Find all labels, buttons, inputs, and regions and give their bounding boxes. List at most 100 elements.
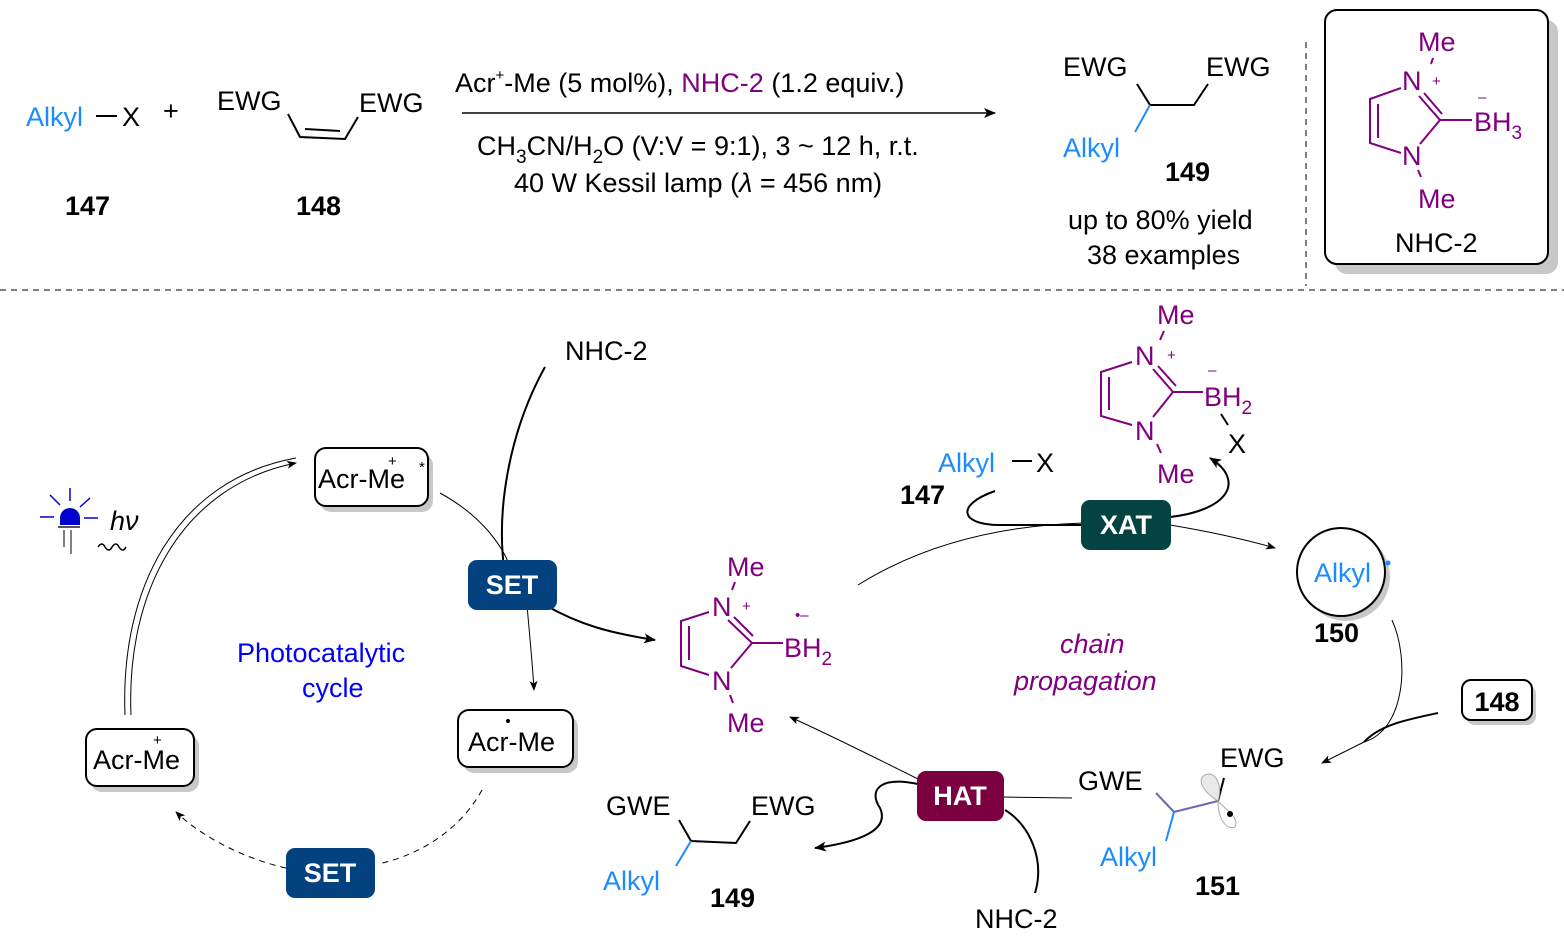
reoxidation-arc-right: [377, 789, 483, 865]
nitrogen-bottom: N: [712, 666, 732, 696]
radical-anion-charge: •–: [795, 607, 809, 624]
nitrogen-bottom: N: [1402, 141, 1422, 171]
charge: +: [153, 732, 162, 749]
bond: [1156, 443, 1162, 454]
ring-bond: [1152, 368, 1174, 393]
acr-me-ground: Acr-Me +: [85, 728, 199, 792]
alkyl-radical-150: Alkyl 150: [1296, 527, 1391, 648]
p-orbital-upper-lobe: [1200, 773, 1221, 802]
photocycle-label-line2: cycle: [302, 673, 364, 703]
ring-bond: [730, 642, 753, 669]
badge-label: XAT: [1100, 510, 1153, 540]
plus-charge: +: [742, 598, 751, 615]
ring-bond: [1419, 119, 1441, 145]
led-light-icon: [40, 488, 98, 554]
radical-dot: [506, 719, 510, 723]
double-bond: [304, 128, 341, 132]
nitrogen-top: N: [712, 592, 732, 622]
photocycle-label-line1: Photocatalytic: [237, 638, 405, 668]
alkyl-label: Alkyl: [1100, 842, 1157, 872]
b-x-bond: [1220, 413, 1229, 426]
radical-dot: [1385, 560, 1391, 566]
compound-number: 149: [1165, 157, 1210, 187]
methyl-bottom: Me: [1157, 459, 1195, 489]
charge: +: [388, 453, 397, 470]
boryl-radical: Me N + BH2 •– N Me: [680, 552, 832, 738]
borane-label: BH3: [1474, 107, 1522, 144]
backbone-bonds: [1136, 83, 1209, 106]
box-frame: [1461, 679, 1533, 721]
arrow-to-product-149: [814, 780, 919, 852]
bond: [731, 581, 736, 591]
alkene-bonds: [287, 113, 359, 141]
ring-bond: [727, 619, 753, 644]
conditions-line3: 40 W Kessil lamp (λ = 456 nm): [514, 168, 882, 198]
plus-sign: +: [163, 96, 179, 126]
compound-number: 150: [1314, 618, 1359, 648]
badge-bg: [286, 848, 375, 898]
methyl-bottom: Me: [1418, 184, 1456, 214]
nhc-reagent-top: NHC-2: [565, 336, 648, 366]
reactant-148: EWG EWG 148: [217, 86, 424, 221]
gwe-label: GWE: [606, 791, 671, 821]
reoxidation-arc-left: [175, 811, 287, 869]
excitation-arrow: [124, 457, 297, 716]
halide-label: X: [1228, 429, 1246, 459]
badge-label: HAT: [933, 781, 987, 811]
arrow-to-alkyl-radical: [1169, 524, 1276, 550]
hat-badge: HAT: [917, 771, 1004, 821]
alkyl-label: Alkyl: [603, 866, 660, 896]
minus-charge: –: [1208, 362, 1217, 379]
box-frame: [85, 728, 195, 787]
examples-text: 38 examples: [1087, 240, 1240, 270]
badge-label: SET: [486, 570, 539, 600]
ewg-left: EWG: [217, 86, 282, 116]
box-frame: [314, 447, 429, 507]
compound-number: 147: [65, 191, 110, 221]
arrow-to-nhc-bx: [1169, 457, 1230, 518]
ring-bond: [1418, 95, 1441, 121]
ring-bonds: [1100, 361, 1133, 426]
alkyl-label: Alkyl: [1063, 133, 1120, 163]
reaction-conditions: Acr+-Me (5 mol%), NHC-2 (1.2 equiv.) CH3…: [455, 67, 996, 198]
ewg-right: EWG: [1206, 52, 1271, 82]
xat-badge: XAT: [1081, 500, 1171, 550]
addition-arrow: [1321, 619, 1403, 764]
nhc-name: NHC-2: [1395, 228, 1478, 258]
arrow-to-boryl-regenerate: [789, 716, 921, 781]
nitrogen-bottom: N: [1135, 416, 1155, 446]
reactant-147: Alkyl X 147: [26, 102, 140, 221]
arrow-to-boryl-radical: [544, 604, 656, 644]
excitation-arrow-inner: [130, 460, 297, 716]
arc-to-xat: [857, 522, 1086, 586]
compound-number: 148: [296, 191, 341, 221]
radical-dot: [1227, 811, 1233, 817]
gwe-label: GWE: [1078, 766, 1143, 796]
nhc-bottom-arc: [1004, 809, 1040, 894]
excited-star: *: [419, 459, 425, 476]
ewg-label: EWG: [1220, 743, 1285, 773]
plus-charge: +: [1432, 73, 1441, 90]
product-149-mechanism: GWE EWG Alkyl 149: [603, 791, 816, 913]
set-badge-top: SET: [468, 560, 557, 610]
yield-text: up to 80% yield: [1068, 205, 1253, 235]
alkyl-bond: [1165, 811, 1175, 842]
ring-double-bond: [733, 616, 754, 637]
product-149: EWG EWG Alkyl 149 up to 80% yield 38 exa…: [1063, 52, 1271, 270]
arrow-to-acr-radical: [526, 604, 538, 691]
alkyl-bond: [1134, 104, 1151, 133]
methyl-top: Me: [727, 552, 765, 582]
methyl-top: Me: [1157, 300, 1195, 330]
minus-charge: –: [1478, 89, 1487, 106]
alkyl-label: Alkyl: [26, 102, 83, 132]
ewg-right: EWG: [359, 88, 424, 118]
badge-bg: [917, 771, 1004, 821]
acr-me-radical: Acr-Me: [457, 709, 578, 773]
conditions-line1: Acr+-Me (5 mol%), NHC-2 (1.2 equiv.): [455, 67, 904, 98]
alkyl-bond: [675, 840, 692, 867]
box-frame: [1324, 9, 1549, 265]
bond: [1159, 330, 1165, 341]
compound-number: 151: [1195, 871, 1240, 901]
alkyl-x-147: Alkyl X 147: [900, 448, 1054, 510]
compound-number: 147: [900, 480, 945, 510]
